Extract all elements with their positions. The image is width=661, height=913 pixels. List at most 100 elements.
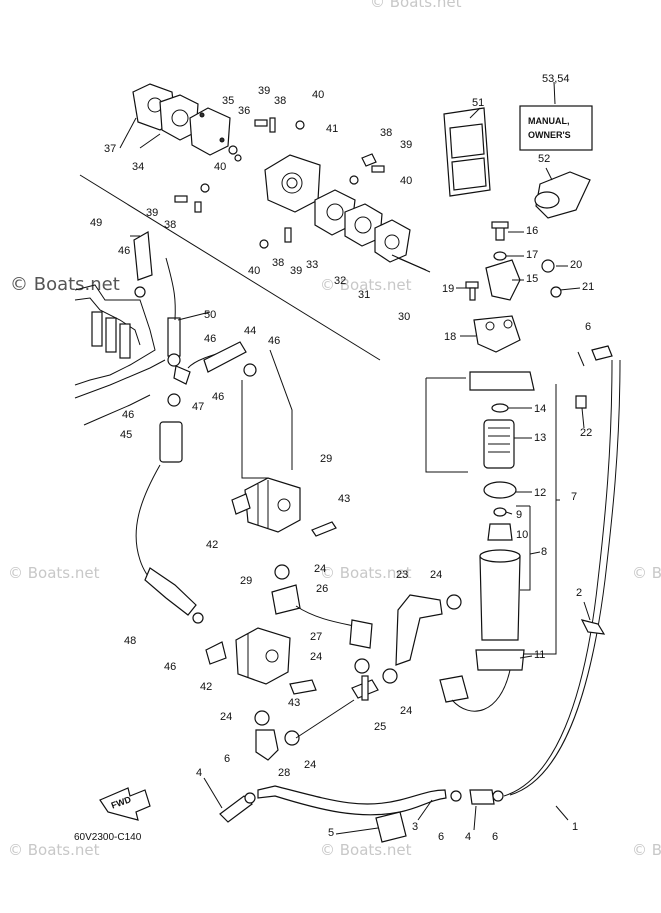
callout-39: 39 xyxy=(146,207,158,219)
callout-52: 52 xyxy=(538,153,550,165)
callout-39: 39 xyxy=(258,85,270,97)
fuel-line-bottom xyxy=(219,359,621,843)
callout-47: 47 xyxy=(192,401,204,413)
callout-40: 40 xyxy=(214,161,226,173)
joint-and-hoses xyxy=(295,594,462,739)
callout-40: 40 xyxy=(248,265,260,277)
callout-34: 34 xyxy=(132,161,144,173)
upper-pump-assembly xyxy=(264,154,431,273)
left-hoses xyxy=(133,231,257,624)
callout-6: 6 xyxy=(224,753,230,765)
callout-38: 38 xyxy=(164,219,176,231)
callout-26: 26 xyxy=(316,583,328,595)
callout-6: 6 xyxy=(438,831,444,843)
callout-25: 25 xyxy=(374,721,386,733)
callout-49: 49 xyxy=(90,217,102,229)
callout-5: 5 xyxy=(328,827,334,839)
engine-block-outline xyxy=(74,174,381,426)
diagram-code: 60V2300-C140 xyxy=(74,832,142,843)
callout-40: 40 xyxy=(400,175,412,187)
watermark-text: © Boats.net xyxy=(320,841,412,859)
accessories-top-right: MANUAL, OWNER'S xyxy=(443,105,593,219)
callout-46: 46 xyxy=(212,391,224,403)
fuel-filter-assembly xyxy=(439,221,613,712)
callout-27: 27 xyxy=(310,631,322,643)
callout-4: 4 xyxy=(465,831,471,843)
callout-23: 23 xyxy=(396,569,408,581)
callout-leader-lines xyxy=(119,81,591,835)
callout-24: 24 xyxy=(314,563,326,575)
callout-38: 38 xyxy=(380,127,392,139)
callout-21: 21 xyxy=(582,281,594,293)
callout-42: 42 xyxy=(200,681,212,693)
callout-50: 50 xyxy=(204,309,216,321)
watermark-layer: © Boats.net © Boats.net © Boats.net © Bo… xyxy=(8,0,661,859)
cover-plate-group xyxy=(132,83,231,156)
callout-30: 30 xyxy=(398,311,410,323)
fuel-pump-upper xyxy=(231,477,373,674)
callout-20: 20 xyxy=(570,259,582,271)
callout-43: 43 xyxy=(338,493,350,505)
callout-12: 12 xyxy=(534,487,546,499)
callout-33: 33 xyxy=(306,259,318,271)
callout-42: 42 xyxy=(206,539,218,551)
callout-35: 35 xyxy=(222,95,234,107)
callout-46: 46 xyxy=(118,245,130,257)
watermark-text: © Boats.net xyxy=(632,564,661,582)
callout-39: 39 xyxy=(400,139,412,151)
callout-37: 37 xyxy=(104,143,116,155)
watermark-text: © Boats.net xyxy=(8,841,100,859)
callout-24: 24 xyxy=(400,705,412,717)
manual-label-line-1: MANUAL, xyxy=(528,116,570,126)
callout-6: 6 xyxy=(492,831,498,843)
callout-48: 48 xyxy=(124,635,136,647)
callout-24: 24 xyxy=(304,759,316,771)
callout-46: 46 xyxy=(122,409,134,421)
callout-28: 28 xyxy=(278,767,290,779)
callout-24: 24 xyxy=(310,651,322,663)
callout-bracket-lines xyxy=(241,349,557,655)
callout-6: 6 xyxy=(585,321,591,333)
callout-46: 46 xyxy=(164,661,176,673)
callout-13: 13 xyxy=(534,432,546,444)
callout-29: 29 xyxy=(320,453,332,465)
callout-36: 36 xyxy=(238,105,250,117)
callout-53-54: 53,54 xyxy=(542,73,570,85)
callout-18: 18 xyxy=(444,331,456,343)
callout-9: 9 xyxy=(516,509,522,521)
callout-4: 4 xyxy=(196,767,202,779)
callout-45: 45 xyxy=(120,429,132,441)
callout-16: 16 xyxy=(526,225,538,237)
callout-3: 3 xyxy=(412,821,418,833)
callout-46: 46 xyxy=(268,335,280,347)
callout-7: 7 xyxy=(571,491,577,503)
callout-11: 11 xyxy=(534,649,545,661)
callout-24: 24 xyxy=(430,569,442,581)
callout-29: 29 xyxy=(240,575,252,587)
callout-labels: 1 2 3 4 4 5 6 6 6 6 7 8 9 10 11 12 13 14… xyxy=(90,73,594,843)
watermark-text: © Boats.net xyxy=(320,564,412,582)
callout-1: 1 xyxy=(572,821,578,833)
watermark-text: © Boats.net xyxy=(8,564,100,582)
callout-40: 40 xyxy=(312,89,324,101)
callout-44: 44 xyxy=(244,325,256,337)
callout-14: 14 xyxy=(534,403,546,415)
watermark-text: © Boats.net xyxy=(10,274,120,295)
callout-32: 32 xyxy=(334,275,346,287)
callout-17: 17 xyxy=(526,249,538,261)
watermark-text: © Boats.net xyxy=(632,841,661,859)
callout-15: 15 xyxy=(526,273,538,285)
callout-31: 31 xyxy=(358,289,370,301)
callout-19: 19 xyxy=(442,283,454,295)
upper-fasteners xyxy=(174,117,385,249)
callout-46: 46 xyxy=(204,333,216,345)
watermark-text: © Boats.net xyxy=(320,276,412,294)
callout-2: 2 xyxy=(576,587,582,599)
callout-51: 51 xyxy=(472,97,484,109)
forward-direction-arrow: FWD xyxy=(99,787,151,821)
fuel-pump-lower xyxy=(205,627,317,761)
callout-39: 39 xyxy=(290,265,302,277)
callout-38: 38 xyxy=(274,95,286,107)
manual-label-line-2: OWNER'S xyxy=(528,130,571,140)
